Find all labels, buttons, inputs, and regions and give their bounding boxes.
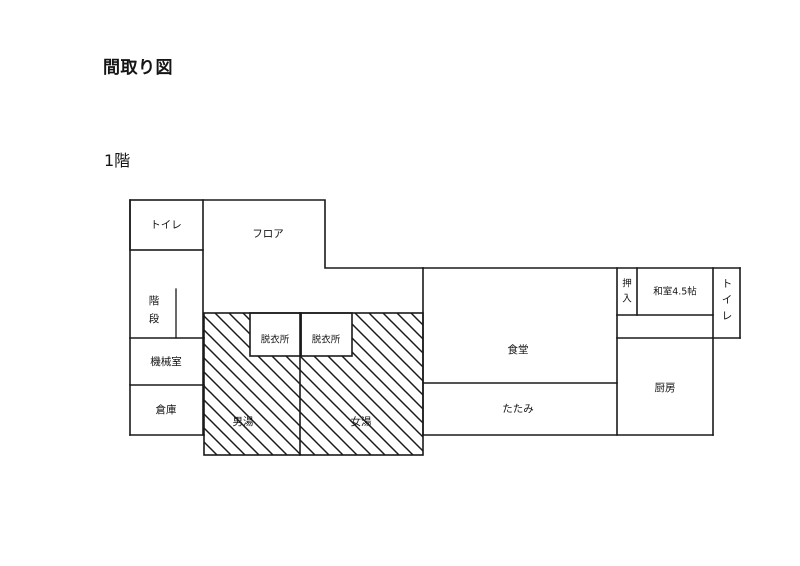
label-changing-room-women: 脱衣所 — [312, 334, 341, 346]
label-machine-room: 機械室 — [150, 355, 182, 368]
changing-room-women-fill — [301, 313, 352, 356]
label-stairs-line2: 段 — [149, 312, 160, 325]
label-dining-hall: 食堂 — [508, 344, 529, 356]
label-tatami: たたみ — [502, 403, 534, 415]
label-stairs-line1: 階 — [149, 295, 160, 307]
label-storage: 倉庫 — [156, 403, 177, 416]
label-kitchen: 厨房 — [655, 382, 676, 394]
floor-label: 1階 — [104, 151, 131, 170]
label-bath-men: 男湯 — [233, 416, 254, 428]
wall-changing-room-women — [300, 312, 353, 357]
label-toilet-ne-char3: レ — [722, 310, 733, 322]
label-bath-women: 女湯 — [351, 415, 372, 428]
changing-rooms-fill-group — [250, 313, 352, 356]
label-closet-line1: 押 — [622, 278, 632, 290]
label-floor-hall: フロア — [252, 228, 284, 240]
label-japanese-room: 和室4.5帖 — [653, 286, 697, 298]
label-toilet-ne-char2: イ — [722, 294, 733, 306]
wall-floor-hall-outline — [202, 199, 424, 269]
label-closet-line2: 入 — [622, 294, 632, 305]
label-changing-room-men: 脱衣所 — [261, 334, 290, 346]
room-labels-group: トイレ フロア 階 段 機械室 倉庫 脱衣所 脱衣所 男湯 女湯 食堂 たたみ … — [149, 219, 733, 428]
label-toilet-nw: トイレ — [150, 219, 182, 231]
changing-room-men-fill — [250, 313, 301, 356]
walls-group — [129, 199, 741, 456]
page-title: 間取り図 — [103, 58, 173, 78]
label-toilet-ne-char1: ト — [722, 278, 733, 290]
